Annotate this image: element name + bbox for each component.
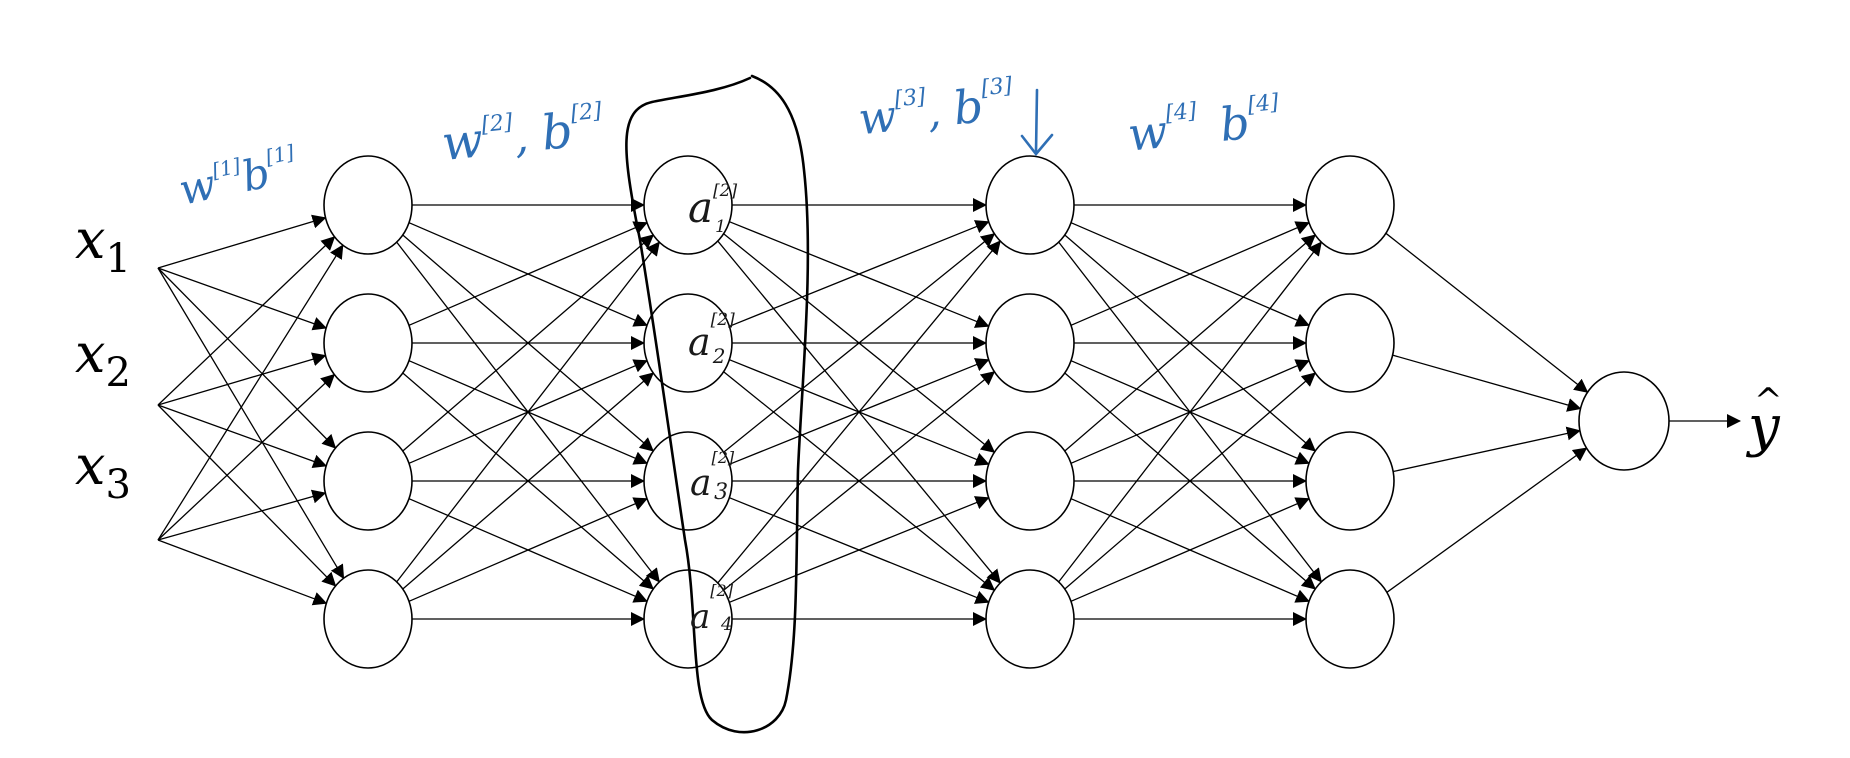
edge-input2-l1n1 xyxy=(157,236,336,406)
edge-input1-l1n3 xyxy=(157,267,337,449)
input-labels: x1 x2 x3 xyxy=(75,208,131,508)
activation-label-2: a[2]2 xyxy=(688,310,735,368)
layer-1-neuron-1 xyxy=(323,155,413,255)
edge-l3n2-l4n1 xyxy=(1070,221,1310,326)
activation-label-1: a[2]1 xyxy=(688,181,737,237)
activation-label-3: a[2]3 xyxy=(690,448,735,505)
edge-l1n3-l2n1 xyxy=(402,234,654,452)
edge-l2n3-l3n1 xyxy=(723,233,996,453)
edge-input3-l1n4 xyxy=(157,539,328,606)
layer-3-neuron-3 xyxy=(985,431,1075,531)
svg-text:w[2], b[2]: w[2], b[2] xyxy=(439,98,607,172)
edge-l3n4-l4n2 xyxy=(1064,372,1316,590)
edge-input2-l1n4 xyxy=(157,404,337,587)
edge-input3-l1n2 xyxy=(157,373,336,541)
edge-input1-l1n2 xyxy=(157,267,328,331)
layer-3-neuron-4 xyxy=(985,569,1075,669)
output-hat: ^ xyxy=(1754,381,1783,421)
output-neuron xyxy=(1578,371,1670,471)
layer-4-neuron-4 xyxy=(1305,569,1395,669)
edge-l1n4-l2n1 xyxy=(396,241,660,583)
layer-2-params-annotation: w[2], b[2] xyxy=(439,98,607,172)
edge-input1-l1n4 xyxy=(157,267,345,580)
layer-2-activation-labels: a[2]1 a[2]2 a[2]3 a[2]4 xyxy=(688,181,737,637)
layer-4-neuron-3 xyxy=(1305,431,1395,531)
input-label-x1: x1 xyxy=(75,208,131,282)
layer-1-neuron-2 xyxy=(323,293,413,393)
layer-4-neuron-1 xyxy=(1305,155,1395,255)
down-arrow-icon xyxy=(1020,88,1054,157)
layer-4-neuron-2 xyxy=(1305,293,1395,393)
edge-l3n4-l4n3 xyxy=(1070,497,1310,602)
layer-2-neuron-2 xyxy=(643,293,733,393)
edge-l2n4-l3n1 xyxy=(717,240,1001,584)
connections xyxy=(157,198,1741,626)
edge-l1n2-l2n1 xyxy=(408,221,648,326)
edge-l2n2-l3n1 xyxy=(729,220,990,327)
edge-l2n4-l3n3 xyxy=(729,496,990,603)
edge-l1n4-l2n3 xyxy=(408,497,648,602)
layer-1-neuron-3 xyxy=(323,431,413,531)
edge-l4n1-output xyxy=(1385,232,1589,393)
edge-input3-l1n1 xyxy=(157,244,344,541)
edge-l4n2-output xyxy=(1392,354,1582,412)
edge-l4n3-output xyxy=(1393,426,1581,473)
input-label-x2: x2 xyxy=(75,322,131,396)
activation-label-4: a[2]4 xyxy=(690,581,734,637)
layer-1-neuron-4 xyxy=(323,569,413,669)
layer-3-neuron-2 xyxy=(985,293,1075,393)
output-y: y xyxy=(1745,394,1781,459)
layer-2-neuron-3 xyxy=(643,431,733,531)
layer-1-params-annotation: w[1]b[1] xyxy=(174,140,302,215)
neurons xyxy=(323,155,1670,669)
layer-4-params-annotation: w[4]b[4] xyxy=(1125,90,1284,162)
edge-l1n4-l2n2 xyxy=(402,372,654,590)
svg-text:w[4]b[4]: w[4]b[4] xyxy=(1125,90,1284,162)
edge-input1-l1n1 xyxy=(157,214,327,269)
svg-text:w[3], b[3]: w[3], b[3] xyxy=(856,73,1018,145)
layer-3-params-annotation: w[3], b[3] xyxy=(856,73,1018,145)
edge-input2-l1n2 xyxy=(157,352,327,406)
layer-2-highlight-loop xyxy=(625,74,810,734)
edge-l3n4-l4n1 xyxy=(1058,241,1322,583)
edge-l2n4-l3n2 xyxy=(723,371,996,591)
edge-input3-l1n3 xyxy=(157,489,327,541)
layer-3-neuron-1 xyxy=(985,155,1075,255)
output-label-y-hat: y ^ xyxy=(1745,381,1783,459)
layer-2-neuron-1 xyxy=(643,155,733,255)
input-label-x3: x3 xyxy=(75,434,131,508)
edge-l3n3-l4n1 xyxy=(1064,234,1316,452)
edge-input2-l1n3 xyxy=(157,404,328,469)
svg-text:w[1]b[1]: w[1]b[1] xyxy=(174,140,302,215)
edge-l4n4-output xyxy=(1386,447,1588,593)
